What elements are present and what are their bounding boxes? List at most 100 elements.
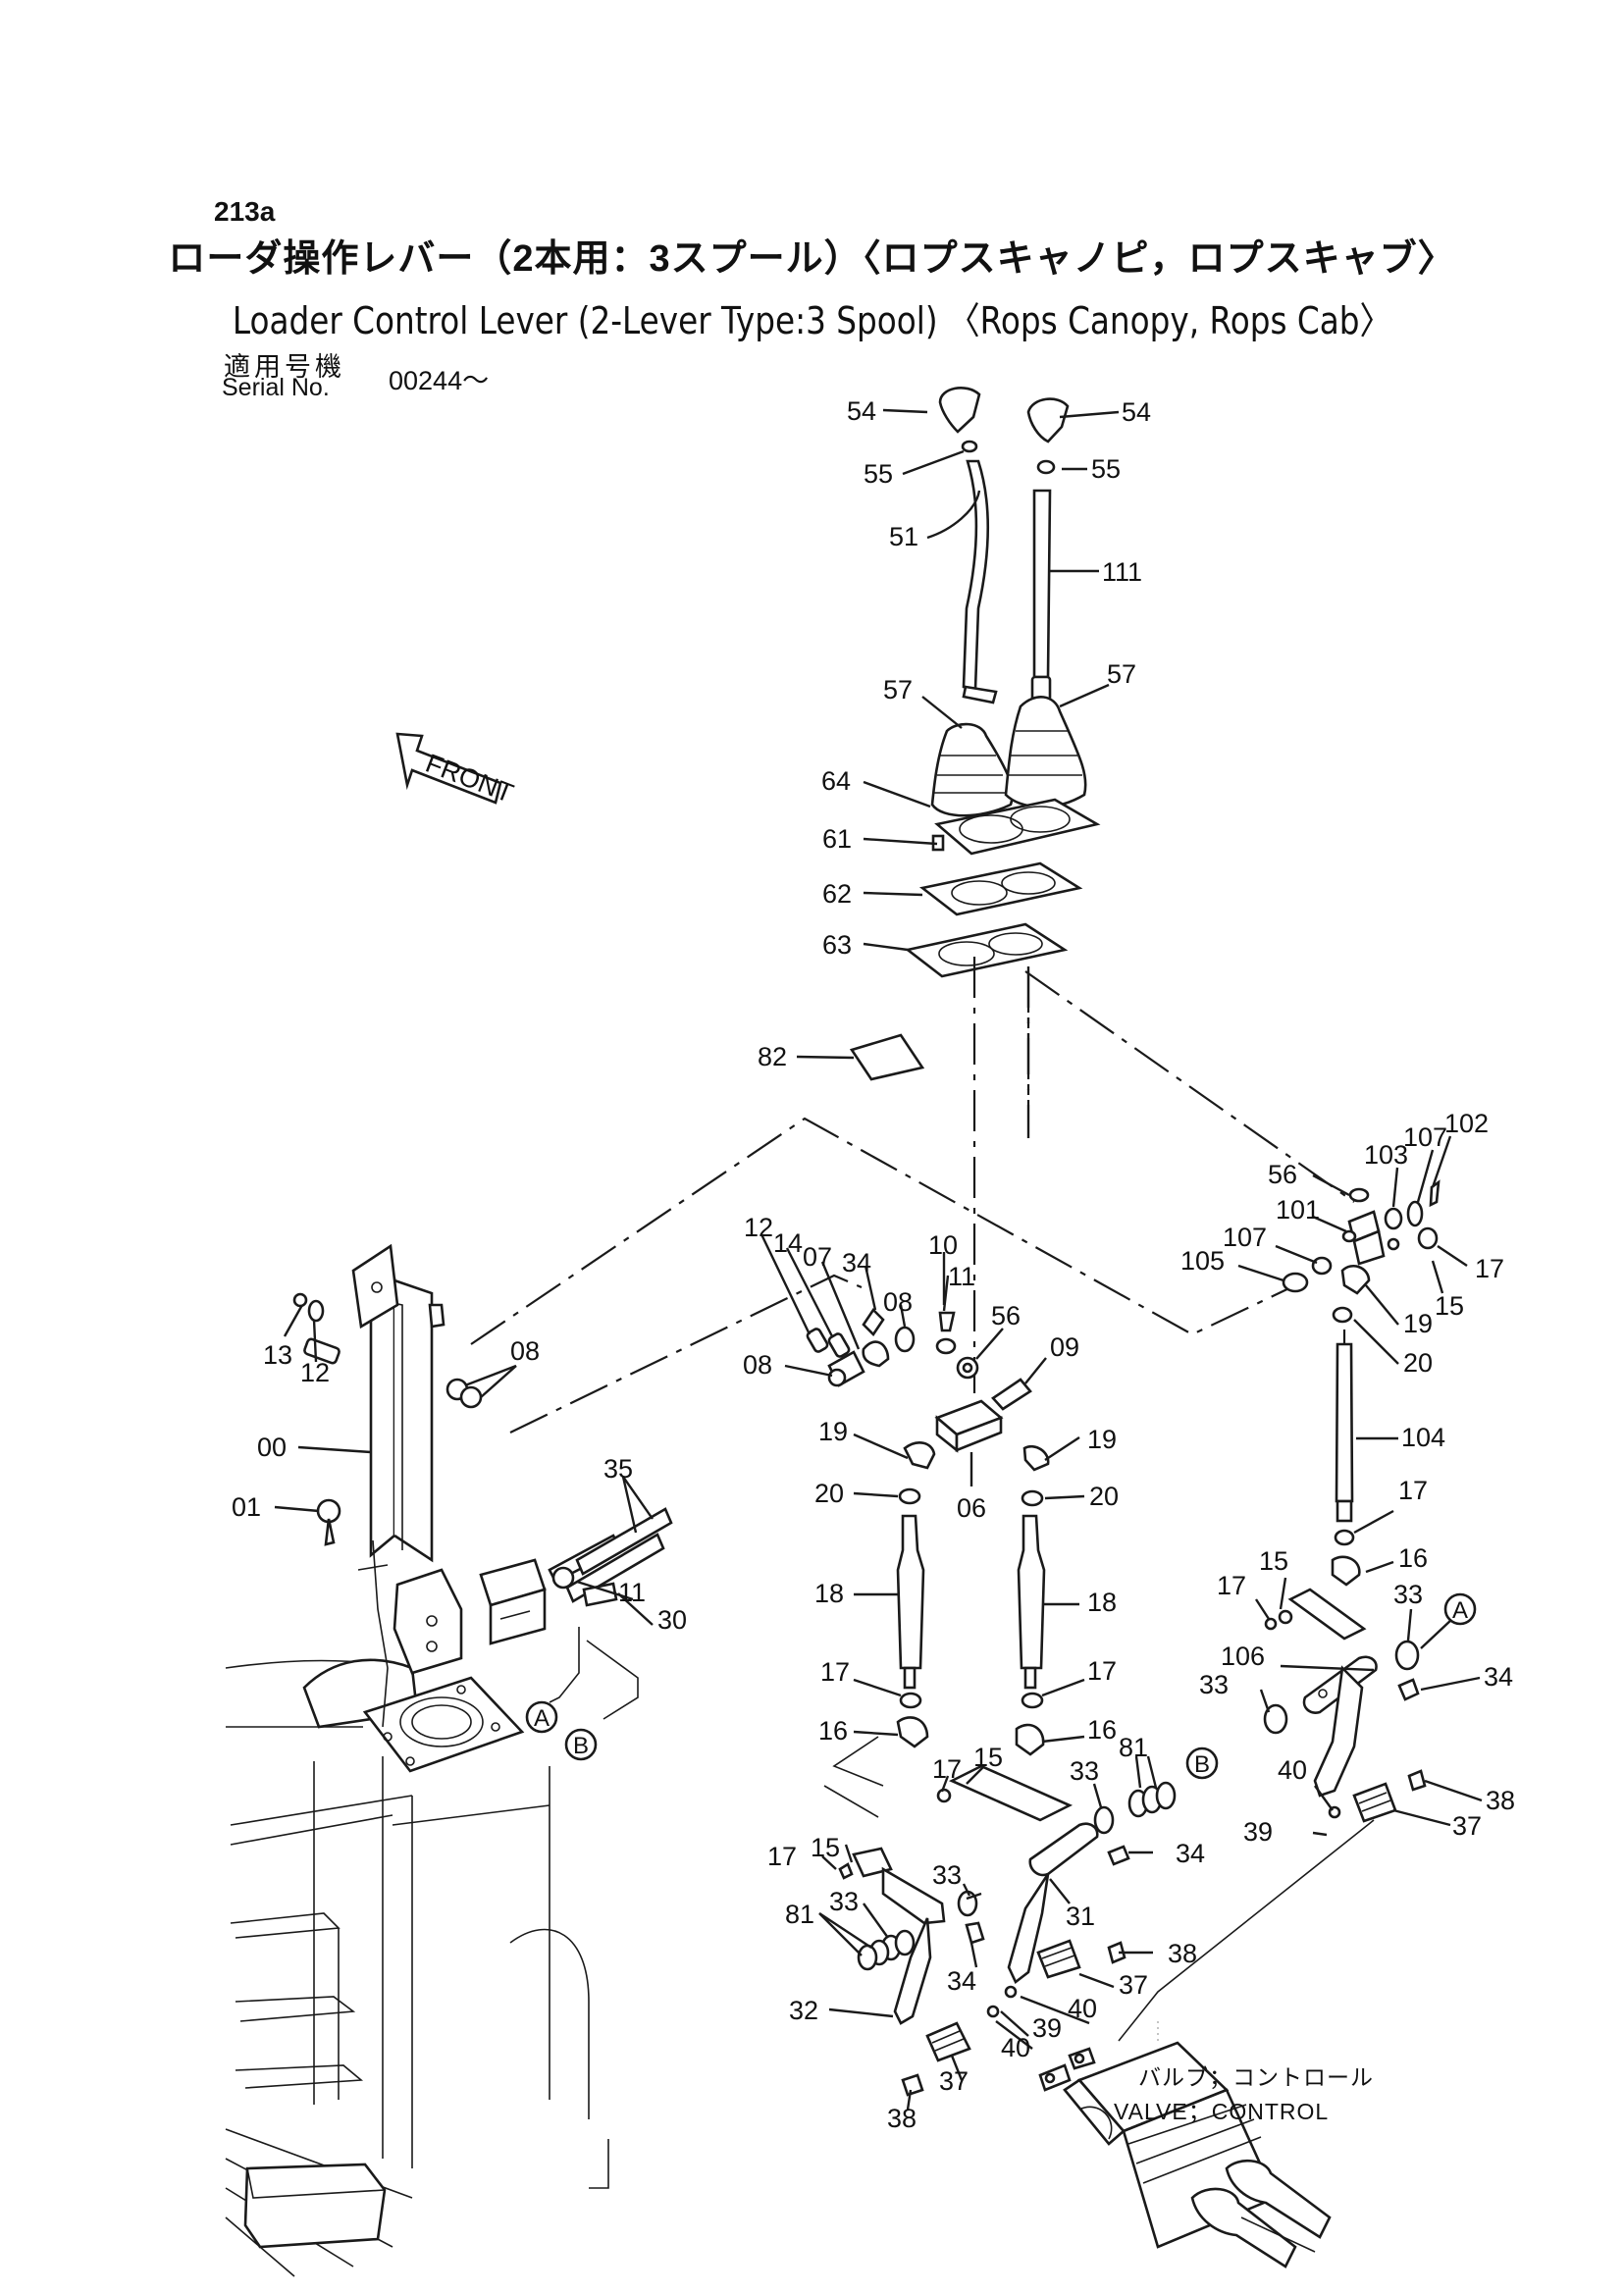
part-label: 64 <box>821 766 851 796</box>
part-label: 33 <box>1199 1670 1229 1699</box>
part-label: 30 <box>657 1605 687 1635</box>
part-label: 105 <box>1180 1246 1225 1276</box>
right-lever-assembly <box>1263 1179 1441 1798</box>
part-label: 15 <box>1435 1291 1464 1321</box>
front-direction-arrow: FRONT <box>395 732 518 808</box>
part-label: 19 <box>1403 1309 1433 1338</box>
valve-label-japanese: バルブ；コントロール <box>1138 2064 1374 2090</box>
part-label: 15 <box>811 1833 840 1862</box>
part-label: 63 <box>822 930 852 960</box>
clamps-37 <box>901 1769 1427 2097</box>
part-label: 37 <box>939 2066 969 2096</box>
plate-82 <box>849 1033 925 1081</box>
part-label: 17 <box>1475 1254 1504 1283</box>
part-label: 19 <box>818 1417 848 1446</box>
page-number: 213a <box>214 196 276 227</box>
control-valve <box>1038 2021 1332 2268</box>
part-label: 09 <box>1050 1332 1079 1362</box>
callout-circles: A B A B <box>525 1592 1477 1780</box>
part-label: 54 <box>847 396 876 426</box>
part-label: 18 <box>1087 1588 1117 1617</box>
part-label: 08 <box>883 1287 913 1317</box>
part-label: 61 <box>822 824 852 854</box>
part-label: 39 <box>1032 2013 1062 2043</box>
page-title-english: Loader Control Lever (2-Lever Type:3 Spo… <box>232 299 1392 342</box>
part-label: 10 <box>928 1230 958 1260</box>
part-label: 62 <box>822 879 852 909</box>
part-label: 56 <box>991 1301 1021 1330</box>
leader-lines <box>274 408 1483 2111</box>
part-label: 12 <box>300 1358 330 1387</box>
part-label: 15 <box>1259 1546 1288 1576</box>
part-label: 17 <box>1087 1656 1117 1686</box>
part-label: 55 <box>1091 454 1121 484</box>
assembly-chain-lines <box>470 957 1355 1434</box>
part-label: 111 <box>1102 557 1142 587</box>
callout-a-right-label: A <box>1452 1597 1468 1624</box>
part-label: 102 <box>1444 1109 1489 1138</box>
part-label: 107 <box>1403 1122 1447 1152</box>
front-label: FRONT <box>422 749 518 808</box>
lever-arms-31-32 <box>838 1764 1177 2025</box>
part-label: 38 <box>887 2104 917 2133</box>
part-label: 40 <box>1068 1994 1097 2023</box>
part-label: 39 <box>1243 1817 1273 1847</box>
part-label: 56 <box>1268 1160 1297 1189</box>
part-label: 16 <box>1398 1543 1428 1573</box>
part-label: 16 <box>818 1716 848 1746</box>
callout-a-left-label: A <box>534 1705 550 1732</box>
part-label: 104 <box>1401 1423 1445 1452</box>
part-label: 11 <box>618 1578 646 1607</box>
part-label: 33 <box>829 1887 859 1916</box>
part-label: 40 <box>1001 2033 1030 2062</box>
part-label: 19 <box>1087 1425 1117 1454</box>
part-label: 17 <box>932 1754 962 1784</box>
part-label: 55 <box>864 459 893 489</box>
lever-knobs-and-rods <box>938 387 1070 704</box>
part-label: 81 <box>1119 1733 1148 1762</box>
part-label: 33 <box>1393 1580 1423 1609</box>
rods-18 <box>896 1514 1046 1756</box>
part-label: 81 <box>785 1900 814 1929</box>
callout-a-right <box>1443 1592 1477 1626</box>
part-number-labels: 54 54 55 55 51 111 57 57 64 61 62 63 82 … <box>232 396 1515 2133</box>
part-label: 07 <box>803 1242 832 1272</box>
part-label: 13 <box>263 1340 292 1370</box>
serial-label-japanese: 適用号機 <box>224 352 345 382</box>
boots-and-plates <box>849 696 1101 1081</box>
callout-b-left <box>564 1728 598 1761</box>
part-label: 17 <box>1217 1571 1246 1600</box>
part-label: 51 <box>889 522 918 551</box>
part-label: 34 <box>842 1248 871 1277</box>
part-label: 17 <box>820 1657 850 1687</box>
callout-a-left <box>525 1700 558 1734</box>
part-label: 82 <box>758 1042 787 1071</box>
part-label: 57 <box>1107 659 1136 689</box>
serial-number-value: 00244～ <box>389 366 490 395</box>
part-label: 103 <box>1364 1140 1408 1170</box>
part-label: 37 <box>1119 1970 1148 2000</box>
part-label: 37 <box>1452 1811 1482 1841</box>
serial-label-english: Serial No. <box>222 374 330 401</box>
part-label: 08 <box>510 1336 540 1366</box>
callout-b-right <box>1185 1747 1219 1780</box>
part-label: 20 <box>814 1479 844 1508</box>
center-block-06 <box>806 1307 1050 1507</box>
part-label: 17 <box>1398 1476 1428 1505</box>
part-label: 38 <box>1168 1939 1197 1968</box>
part-label: 16 <box>1087 1715 1117 1745</box>
part-label: 20 <box>1089 1482 1119 1511</box>
part-label: 107 <box>1223 1223 1267 1252</box>
part-label: 101 <box>1276 1195 1320 1225</box>
part-label: 12 <box>744 1213 773 1242</box>
part-label: 31 <box>1066 1902 1095 1931</box>
part-label: 20 <box>1403 1348 1433 1378</box>
part-label: 106 <box>1221 1642 1265 1671</box>
page-title-japanese: ローダ操作レバー（2本用：3スプール）〈ロプスキャノピ，ロプスキャブ〉 <box>168 238 1456 280</box>
part-label: 08 <box>743 1350 772 1380</box>
part-label: 34 <box>947 1966 976 1996</box>
part-label: 34 <box>1176 1839 1205 1868</box>
valve-label-english: VALVE；CONTROL <box>1114 2099 1329 2124</box>
part-label: 15 <box>973 1743 1003 1772</box>
part-label: 40 <box>1278 1755 1307 1785</box>
